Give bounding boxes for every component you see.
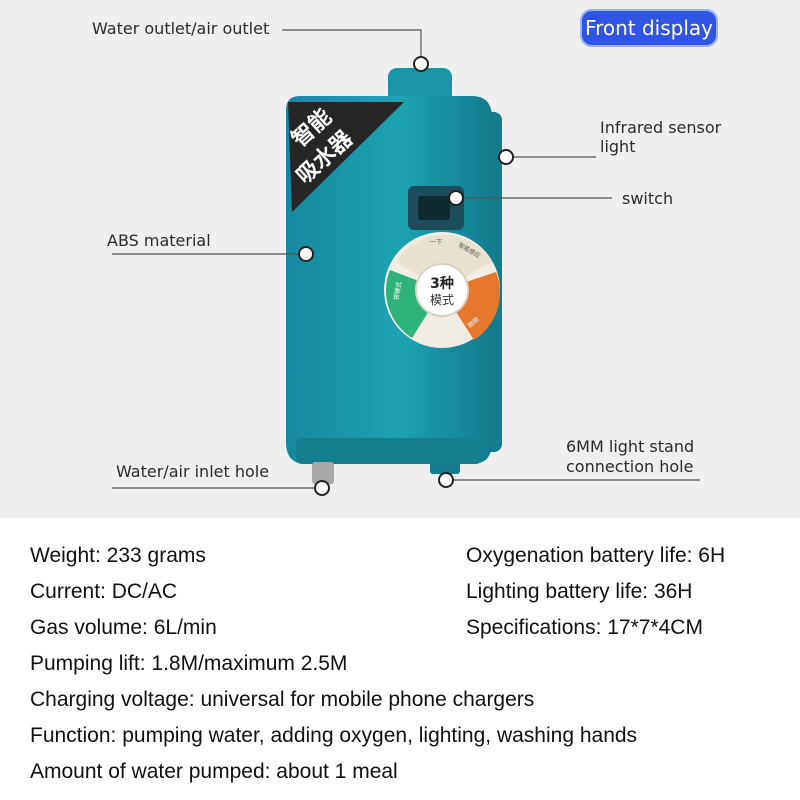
product-diagram: 智能 吸水器 3种 模式 一下 智能感应 按键式 照明 [0,0,800,518]
dial-center [415,263,469,317]
marker-infrared [498,149,514,165]
dial-ring-left: 按键式 [392,281,403,300]
spec-function: Function: pumping water, adding oxygen, … [30,724,638,747]
leader-outlet [282,29,422,62]
spec-gas: Gas volume: 6L/min [30,616,217,639]
dial-text-2: 模式 [430,293,454,307]
dial-text-1: 3种 [430,275,454,292]
spec-current: Current: DC/AC [30,580,178,603]
bottom-connector [430,462,460,474]
marker-switch [448,190,464,206]
spec-charging: Charging voltage: universal for mobile p… [30,688,535,711]
callout-inlet: Water/air inlet hole [116,462,270,481]
spec-amount: Amount of water pumped: about 1 meal [30,760,398,783]
callout-stand-line2: connection hole [566,457,694,476]
spec-specifications: Specifications: 17*7*4CM [466,616,703,639]
callout-infrared-line1: Infrared sensor [600,118,722,137]
callout-switch: switch [622,189,674,208]
marker-stand [438,472,454,488]
dial-ring-top: 一下 [430,239,442,246]
display-screen [418,196,450,220]
spec-lighting: Lighting battery life: 36H [466,580,693,603]
marker-abs [298,246,314,262]
inlet-stub [312,462,334,484]
device-illustration: 智能 吸水器 3种 模式 一下 智能感应 按键式 照明 [112,29,700,496]
callout-infrared-line2: light [600,137,636,156]
spec-lift: Pumping lift: 1.8M/maximum 2.5M [30,652,348,675]
front-display-badge: Front display [580,9,718,47]
spec-oxygenation: Oxygenation battery life: 6H [466,544,726,567]
callout-outlet: Water outlet/air outlet [92,19,270,38]
spec-weight: Weight: 233 grams [30,544,206,567]
callout-stand-line1: 6MM light stand [566,437,695,456]
marker-outlet [413,56,429,72]
spec-list: Weight: 233 grams Oxygenation battery li… [0,518,800,800]
label-panel [288,102,404,212]
marker-inlet [314,480,330,496]
callout-abs: ABS material [107,231,211,250]
outlet-nozzle [388,68,452,104]
bottom-band [296,438,482,464]
